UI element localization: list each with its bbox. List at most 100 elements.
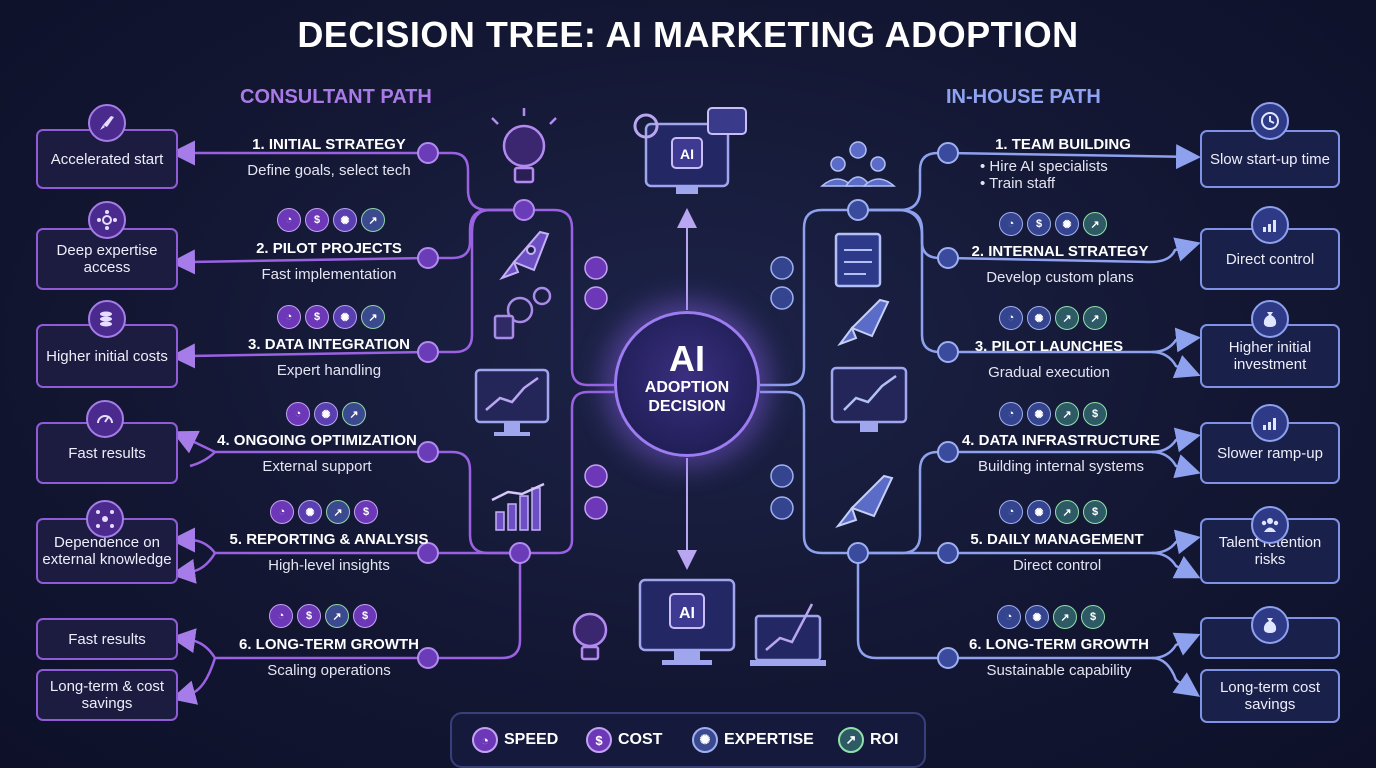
expertise-icon: ✺ <box>333 305 357 329</box>
consultant-step-3[interactable]: 3. DATA INTEGRATION Expert handling <box>214 336 444 379</box>
team-icon <box>1251 506 1289 544</box>
cost-icon: $ <box>354 500 378 524</box>
step-title: 6. LONG-TERM GROWTH <box>969 636 1149 653</box>
step-desc: High-level insights <box>268 557 390 574</box>
speed-icon: ◔ <box>270 500 294 524</box>
roi-icon: ↗ <box>1055 500 1079 524</box>
money-bag-icon <box>1251 300 1289 338</box>
inhouse-step-4[interactable]: 4. DATA INFRASTRUCTURE Building internal… <box>946 432 1176 475</box>
inhouse-step-5[interactable]: 5. DAILY MANAGEMENT Direct control <box>942 531 1172 574</box>
consultant-outcome-5[interactable]: Dependence on external knowledge <box>36 518 178 584</box>
ai-adoption-hub[interactable]: AI ADOPTION DECISION <box>614 311 760 457</box>
inhouse-step-2-badges: ◔ $ ✺ ↗ <box>999 212 1107 236</box>
consultant-step-4[interactable]: 4. ONGOING OPTIMIZATION External support <box>202 432 432 475</box>
roi-icon: ↗ <box>361 208 385 232</box>
roi-icon: ↗ <box>1055 402 1079 426</box>
legend-label: ROI <box>870 731 899 748</box>
legend-label: COST <box>618 731 663 748</box>
inhouse-step-1[interactable]: 1. TEAM BUILDING • Hire AI specialists •… <box>948 136 1178 192</box>
step-title: 3. PILOT LAUNCHES <box>974 338 1124 355</box>
legend-label: EXPERTISE <box>724 731 814 748</box>
monitor-chart-right <box>830 366 908 432</box>
speed-icon: ◔ <box>269 604 293 628</box>
consultant-step-5-badges: ◔ ✺ ↗ $ <box>270 500 378 524</box>
consultant-path-heading: CONSULTANT PATH <box>240 86 432 108</box>
monitor-chart-left <box>474 368 550 436</box>
consultant-step-2[interactable]: 2. PILOT PROJECTS Fast implementation <box>214 240 444 283</box>
speed-icon: ◔ <box>277 208 301 232</box>
outcome-label: Accelerated start <box>50 150 164 168</box>
roi-icon: ↗ <box>1083 212 1107 236</box>
inhouse-step-3[interactable]: 3. PILOT LAUNCHES Gradual execution <box>934 338 1164 381</box>
speed-icon: ◔ <box>472 727 498 753</box>
expertise-icon: ✺ <box>314 402 338 426</box>
step-desc: Building internal systems <box>978 458 1144 475</box>
speed-icon: ◔ <box>997 605 1021 629</box>
roi-icon: ↗ <box>1053 605 1077 629</box>
legend-label: SPEED <box>504 731 559 748</box>
speed-icon: ◔ <box>999 306 1023 330</box>
consultant-step-5[interactable]: 5. REPORTING & ANALYSIS High-level insig… <box>214 531 444 574</box>
gears-illustration <box>493 286 552 340</box>
step-desc: Develop custom plans <box>986 269 1134 286</box>
step-bullet: • Train staff <box>980 175 1056 192</box>
speed-icon: ◔ <box>999 500 1023 524</box>
inhouse-outcome-7[interactable]: Long-term cost savings <box>1200 669 1340 723</box>
consultant-outcome-6[interactable]: Fast results <box>36 618 178 660</box>
rocket-illustration-right <box>837 298 890 347</box>
legend-speed: ◔ SPEED <box>472 727 558 753</box>
speed-icon: ◔ <box>277 305 301 329</box>
step-desc: Scaling operations <box>267 662 391 679</box>
legend-roi: ↗ ROI <box>838 727 898 753</box>
lightbulb-icon-bottom <box>572 612 608 661</box>
expertise-icon: ✺ <box>1027 306 1051 330</box>
expertise-icon: ✺ <box>692 727 718 753</box>
roi-icon: ↗ <box>1055 306 1079 330</box>
expertise-icon: ✺ <box>333 208 357 232</box>
hub-line2: ADOPTION <box>644 379 730 396</box>
consultant-outcome-7[interactable]: Long-term & cost savings <box>36 669 178 721</box>
outcome-label: Fast results <box>68 630 146 648</box>
outcome-label: Direct control <box>1225 250 1315 268</box>
step-title: 1. INITIAL STRATEGY <box>252 136 406 153</box>
step-desc: Expert handling <box>276 362 382 379</box>
expertise-icon: ✺ <box>1027 402 1051 426</box>
cost-icon: $ <box>353 604 377 628</box>
outcome-label: Fast results <box>68 444 146 462</box>
step-title: 4. ONGOING OPTIMIZATION <box>217 432 417 449</box>
inhouse-step-2[interactable]: 2. INTERNAL STRATEGY Develop custom plan… <box>945 243 1175 286</box>
svg-text:AI: AI <box>679 605 695 622</box>
cost-icon: $ <box>297 604 321 628</box>
roi-icon: ↗ <box>1083 306 1107 330</box>
consultant-step-6-badges: ◔ $ ↗ $ <box>269 604 377 628</box>
inhouse-step-5-badges: ◔ ✺ ↗ $ <box>999 500 1107 524</box>
expertise-icon: ✺ <box>1055 212 1079 236</box>
step-title: 5. REPORTING & ANALYSIS <box>229 531 429 548</box>
expertise-icon: ✺ <box>1025 605 1049 629</box>
roi-icon: $ <box>1083 402 1107 426</box>
hub-line1: AI <box>669 338 705 379</box>
rocket-illustration-right-2 <box>835 474 894 528</box>
roi-icon: ↗ <box>326 500 350 524</box>
expertise-icon: ✺ <box>298 500 322 524</box>
center-badges-right <box>770 256 794 520</box>
step-title: 1. TEAM BUILDING <box>995 136 1131 153</box>
step-desc: Gradual execution <box>988 364 1110 381</box>
roi-icon: ↗ <box>342 402 366 426</box>
consultant-step-3-badges: ◔ $ ✺ ↗ <box>277 305 385 329</box>
ai-monitor-bottom: AI <box>638 578 736 665</box>
consultant-step-6[interactable]: 6. LONG-TERM GROWTH Scaling operations <box>214 636 444 679</box>
step-desc: Sustainable capability <box>986 662 1132 679</box>
team-illustration <box>820 141 896 187</box>
outcome-label: Slow start-up time <box>1209 150 1331 168</box>
consultant-step-1[interactable]: 1. INITIAL STRATEGY Define goals, select… <box>214 136 444 179</box>
ai-monitor-top: AI <box>633 107 747 194</box>
chart-icon <box>1251 206 1289 244</box>
clock-icon <box>1251 102 1289 140</box>
inhouse-step-6[interactable]: 6. LONG-TERM GROWTH Sustainable capabili… <box>944 636 1174 679</box>
roi-icon: ↗ <box>325 604 349 628</box>
inhouse-outcome-1[interactable]: Slow start-up time <box>1200 130 1340 188</box>
step-title: 3. DATA INTEGRATION <box>248 336 410 353</box>
